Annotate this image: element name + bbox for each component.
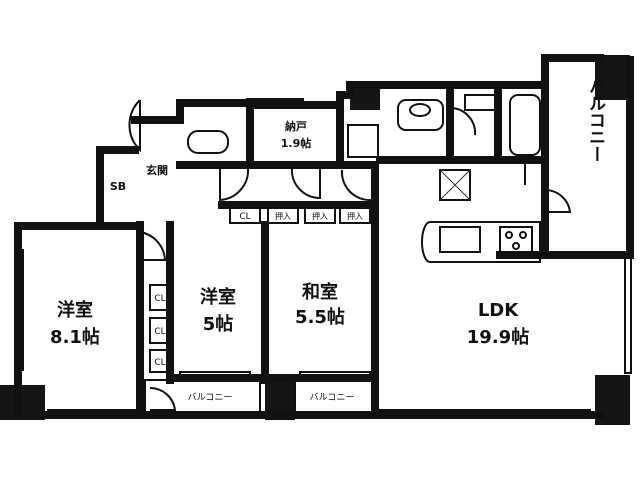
closet-cl-left-3: CL	[154, 358, 165, 368]
room-japanese-name: 和室	[302, 281, 338, 303]
room-ldk-size: 19.9帖	[467, 326, 529, 348]
room-ldk-name: LDK	[478, 300, 519, 321]
closet-cl-left-2: CL	[154, 327, 165, 337]
stove-icon	[499, 226, 533, 253]
oshiire-2: 押入	[312, 211, 328, 221]
closets	[149, 207, 371, 373]
fixtures	[187, 94, 541, 263]
closet-cl-left-1: CL	[154, 294, 165, 304]
balcony-left-area	[144, 379, 261, 413]
balcony-mid-label: バルコニー	[310, 392, 355, 403]
windows	[17, 249, 632, 417]
room-western1-size: 8.1帖	[50, 326, 100, 348]
room-western2-size: 5帖	[203, 313, 234, 335]
refrigerator-icon	[439, 169, 471, 201]
pillar	[595, 55, 630, 100]
sink-icon	[397, 99, 444, 131]
room-storage-size: 1.9帖	[281, 136, 312, 150]
pillar	[0, 385, 45, 420]
balcony-right-label: バルコニー	[585, 77, 606, 162]
washing-machine-icon	[347, 124, 379, 158]
pillar	[350, 85, 380, 110]
bathtub-icon	[509, 94, 541, 156]
shoebox-label: SB	[110, 180, 126, 193]
entrance-label: 玄関	[146, 163, 168, 177]
balcony-left-label: バルコニー	[188, 392, 233, 403]
walls	[14, 54, 634, 419]
kitchen-sink-icon	[439, 226, 481, 253]
kitchen-counter	[421, 221, 541, 263]
oshiire-1: 押入	[275, 211, 291, 221]
doors	[128, 99, 572, 411]
toilet-icon	[187, 130, 229, 154]
balcony-mid-area	[294, 379, 376, 413]
room-western1-name: 洋室	[57, 299, 93, 321]
room-western2-name: 洋室	[200, 286, 236, 308]
oshiire-3: 押入	[347, 211, 363, 221]
closet-cl-top: CL	[239, 212, 250, 222]
vanity-icon	[464, 94, 496, 111]
room-japanese-size: 5.5帖	[295, 306, 345, 328]
room-storage-name: 納戸	[285, 119, 307, 133]
